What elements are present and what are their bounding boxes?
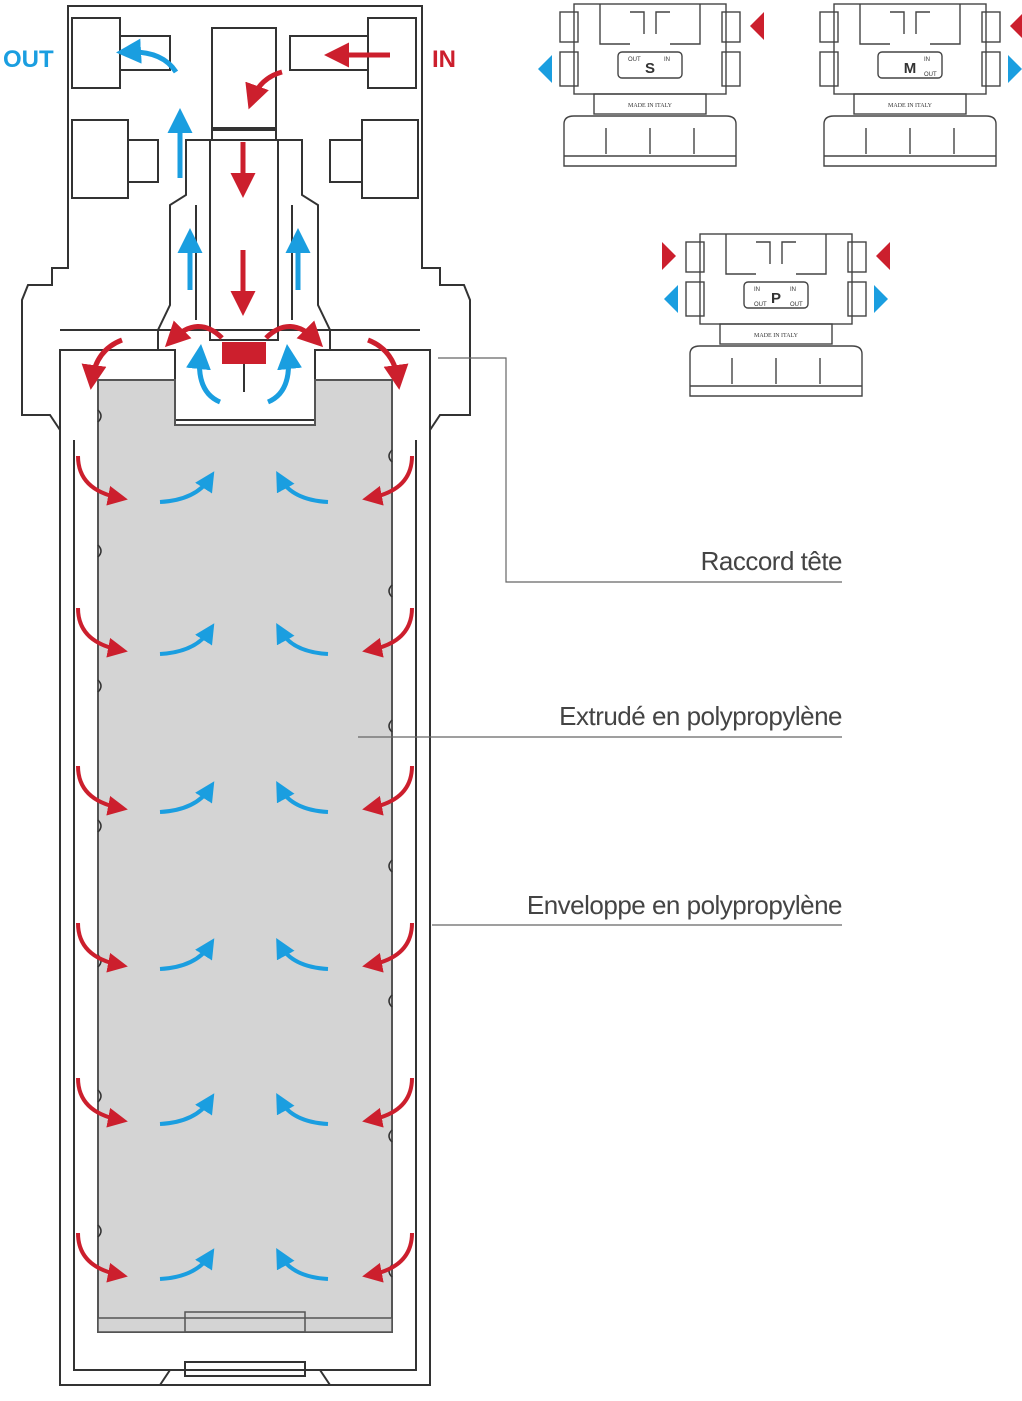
red-arrow-right-0 [362, 455, 414, 506]
in-label: IN [432, 46, 456, 73]
variant-m-made-in: MADE IN ITALY [888, 103, 933, 109]
head-flow-arrows [81, 38, 409, 405]
callout-head-label: Raccord tête [700, 546, 843, 576]
variant-p-red-triangle-icon-0 [662, 242, 676, 270]
blue-arrow-left-5 [159, 1248, 215, 1281]
notch-right-4 [388, 994, 393, 1008]
red-arrow-right-2 [362, 765, 414, 816]
variant-s-made-in: MADE IN ITALY [628, 103, 673, 109]
edge-left-red-arrow [81, 337, 123, 390]
red-arrow-right-5 [362, 1232, 414, 1283]
notch-left-5 [97, 1089, 102, 1103]
cartridge-flow-arrows [76, 455, 414, 1283]
out-label: OUT [3, 46, 54, 73]
blue-arrow-left-4 [159, 1093, 215, 1126]
blue-arrow-right-0 [276, 470, 329, 504]
variant-p-red-triangle-icon-1 [876, 242, 890, 270]
variant-p-tag-right-bottom: OUT [790, 302, 803, 308]
notch-right-3 [388, 859, 393, 873]
callout-housing-label: Enveloppe en polypropylène [526, 890, 843, 920]
variant-m-tag-right: IN [924, 57, 930, 63]
inlet-turn-arrow [245, 69, 283, 110]
notch-right-2 [388, 719, 393, 733]
notch-right-5 [388, 1129, 393, 1143]
center-left-blue-arrow [186, 344, 222, 405]
housing [59, 430, 431, 1386]
variant-p-tag-left-bottom: OUT [754, 302, 767, 308]
callout-leaders [358, 357, 842, 926]
notch-left-0 [97, 409, 102, 423]
blue-arrow-right-3 [276, 937, 329, 971]
notch-right-1 [388, 584, 393, 598]
outlet-turn-arrow [116, 38, 179, 74]
notch-left-3 [97, 819, 102, 833]
red-arrow-left-2 [76, 765, 128, 816]
callout-cartridge-label: Extrudé en polypropylène [559, 701, 842, 731]
variant-p-letter: P [771, 290, 781, 307]
head-variant-s: OUT IN S MADE IN ITALY [538, 3, 764, 167]
edge-right-red-arrow [367, 337, 409, 390]
red-arrow-left-1 [76, 607, 128, 658]
variant-s-blue-triangle-icon-0 [538, 55, 552, 83]
blue-arrow-left-2 [159, 781, 215, 814]
red-arrow-left-3 [76, 922, 128, 973]
center-right-blue-arrow [266, 344, 302, 405]
variant-s-red-triangle-icon-1 [750, 12, 764, 40]
variant-p-made-in: MADE IN ITALY [754, 333, 799, 339]
red-arrow-right-3 [362, 922, 414, 973]
notch-left-6 [97, 1224, 102, 1238]
variant-p-tag-left: IN [754, 287, 760, 293]
variant-p-tag-right: IN [790, 287, 796, 293]
leader-head [438, 357, 842, 583]
variant-m-letter: M [904, 60, 917, 77]
blue-arrow-right-4 [276, 1092, 329, 1126]
filter-head [21, 5, 471, 434]
red-arrow-right-1 [362, 607, 414, 658]
red-arrow-left-4 [76, 1077, 128, 1128]
variant-m-red-triangle-icon-0 [1010, 14, 1022, 38]
notch-left-1 [97, 544, 102, 558]
notch-left-2 [97, 679, 102, 693]
variant-p-blue-triangle-icon-2 [664, 285, 678, 313]
spread-left-red-arrow [164, 320, 224, 348]
blue-arrow-left-3 [159, 938, 215, 971]
head-variant-p: IN IN OUT OUT P MADE IN ITALY [662, 233, 890, 397]
variant-s-letter: S [645, 60, 655, 77]
notch-right-0 [388, 449, 393, 463]
variant-s-tag-right: IN [664, 57, 670, 63]
blue-arrow-right-2 [276, 780, 329, 814]
head-variant-m: IN OUT M MADE IN ITALY [819, 3, 1022, 167]
blue-arrow-right-1 [276, 622, 329, 656]
red-arrow-right-4 [362, 1077, 414, 1128]
variant-p-blue-triangle-icon-3 [874, 285, 888, 313]
blue-arrow-right-5 [276, 1247, 329, 1281]
blue-arrow-left-1 [159, 623, 215, 656]
variant-s-tag-left: OUT [628, 57, 641, 63]
spread-right-red-arrow [264, 320, 324, 348]
red-arrow-left-5 [76, 1232, 128, 1283]
variant-m-tag-right-bottom: OUT [924, 72, 937, 78]
red-arrow-left-0 [76, 455, 128, 506]
blue-arrow-left-0 [159, 471, 215, 504]
cartridge [97, 379, 393, 1333]
variant-m-blue-triangle-icon-1 [1008, 55, 1022, 83]
